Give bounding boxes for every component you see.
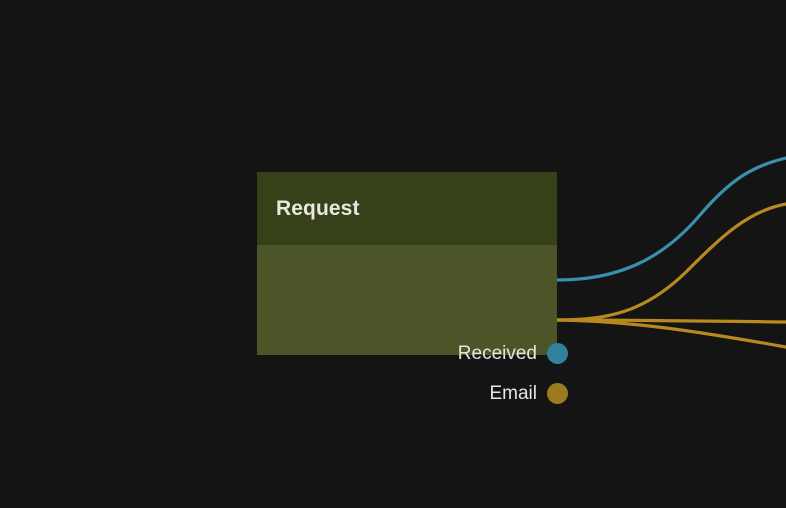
email-port-dot[interactable] (547, 382, 568, 404)
received-port-dot[interactable] (547, 342, 568, 364)
connection-email-wire-straight (555, 318, 786, 324)
port-row-received[interactable]: Received (257, 340, 568, 366)
node-title: Request (276, 197, 360, 220)
connection-email-wire-up (555, 202, 786, 322)
port-label-received: Received (457, 342, 537, 364)
node-request[interactable]: Request Received Email (257, 172, 568, 404)
node-body: Received Email (257, 245, 568, 404)
port-label-email: Email (489, 382, 537, 404)
node-header[interactable]: Request (257, 172, 557, 245)
connection-received-wire-1 (555, 156, 786, 282)
connection-email-wire-down (555, 318, 786, 349)
port-row-email[interactable]: Email (257, 380, 568, 406)
